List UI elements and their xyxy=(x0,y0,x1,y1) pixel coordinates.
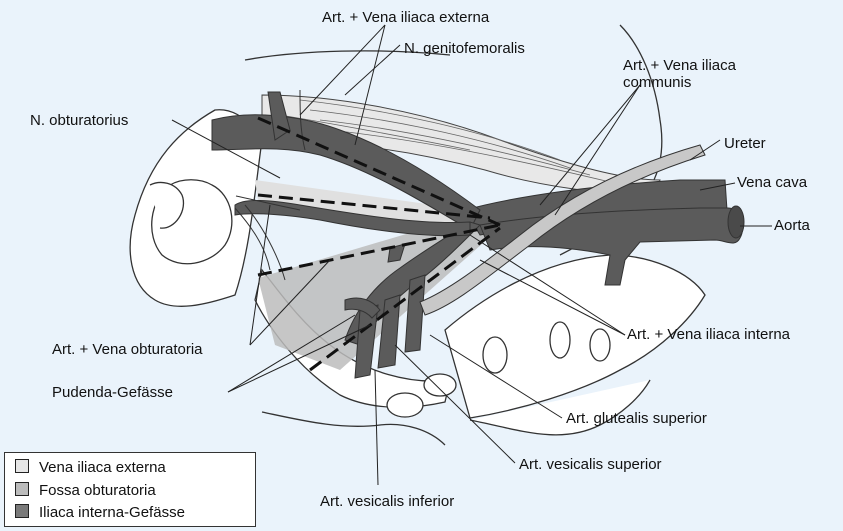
label-genitofemoralis: N. genitofemoralis xyxy=(404,40,525,57)
label-aorta: Aorta xyxy=(774,217,810,234)
label-pudenda: Pudenda-Gefässe xyxy=(52,384,173,401)
legend: Vena iliaca externa Fossa obturatoria Il… xyxy=(4,452,256,527)
label-vesicalis-superior: Art. vesicalis superior xyxy=(519,456,662,473)
legend-item-iliaca-interna: Iliaca interna-Gefässe xyxy=(15,504,185,521)
vertebra-4 xyxy=(550,322,570,358)
label-iliaca-communis: Art. + Vena iliaca communis xyxy=(623,57,736,92)
leader-genitofemoralis xyxy=(345,45,400,95)
vertebra-2 xyxy=(424,374,456,396)
label-glutealis-superior: Art. glutealis superior xyxy=(566,410,707,427)
label-obturatoria: Art. + Vena obturatoria xyxy=(52,341,203,358)
legend-item-fossa-obturatoria: Fossa obturatoria xyxy=(15,482,156,499)
label-vesicalis-inferior: Art. vesicalis inferior xyxy=(320,493,454,510)
legend-swatch xyxy=(15,504,29,518)
label-ureter: Ureter xyxy=(724,135,766,152)
legend-label: Vena iliaca externa xyxy=(39,459,166,476)
legend-label: Fossa obturatoria xyxy=(39,482,156,499)
label-iliaca-externa-top: Art. + Vena iliaca externa xyxy=(322,9,489,26)
label-obturatorius: N. obturatorius xyxy=(30,112,128,129)
legend-label: Iliaca interna-Gefässe xyxy=(39,504,185,521)
label-vena-cava: Vena cava xyxy=(737,174,807,191)
vertebra-5 xyxy=(590,329,610,361)
legend-swatch xyxy=(15,459,29,473)
legend-swatch xyxy=(15,482,29,496)
label-iliaca-interna: Art. + Vena iliaca interna xyxy=(627,326,790,343)
aorta-lumen xyxy=(728,206,744,238)
vertebra-3 xyxy=(483,337,507,373)
legend-item-vena-iliaca-externa: Vena iliaca externa xyxy=(15,459,166,476)
vertebra-1 xyxy=(387,393,423,417)
lower-pelvis xyxy=(262,412,445,445)
